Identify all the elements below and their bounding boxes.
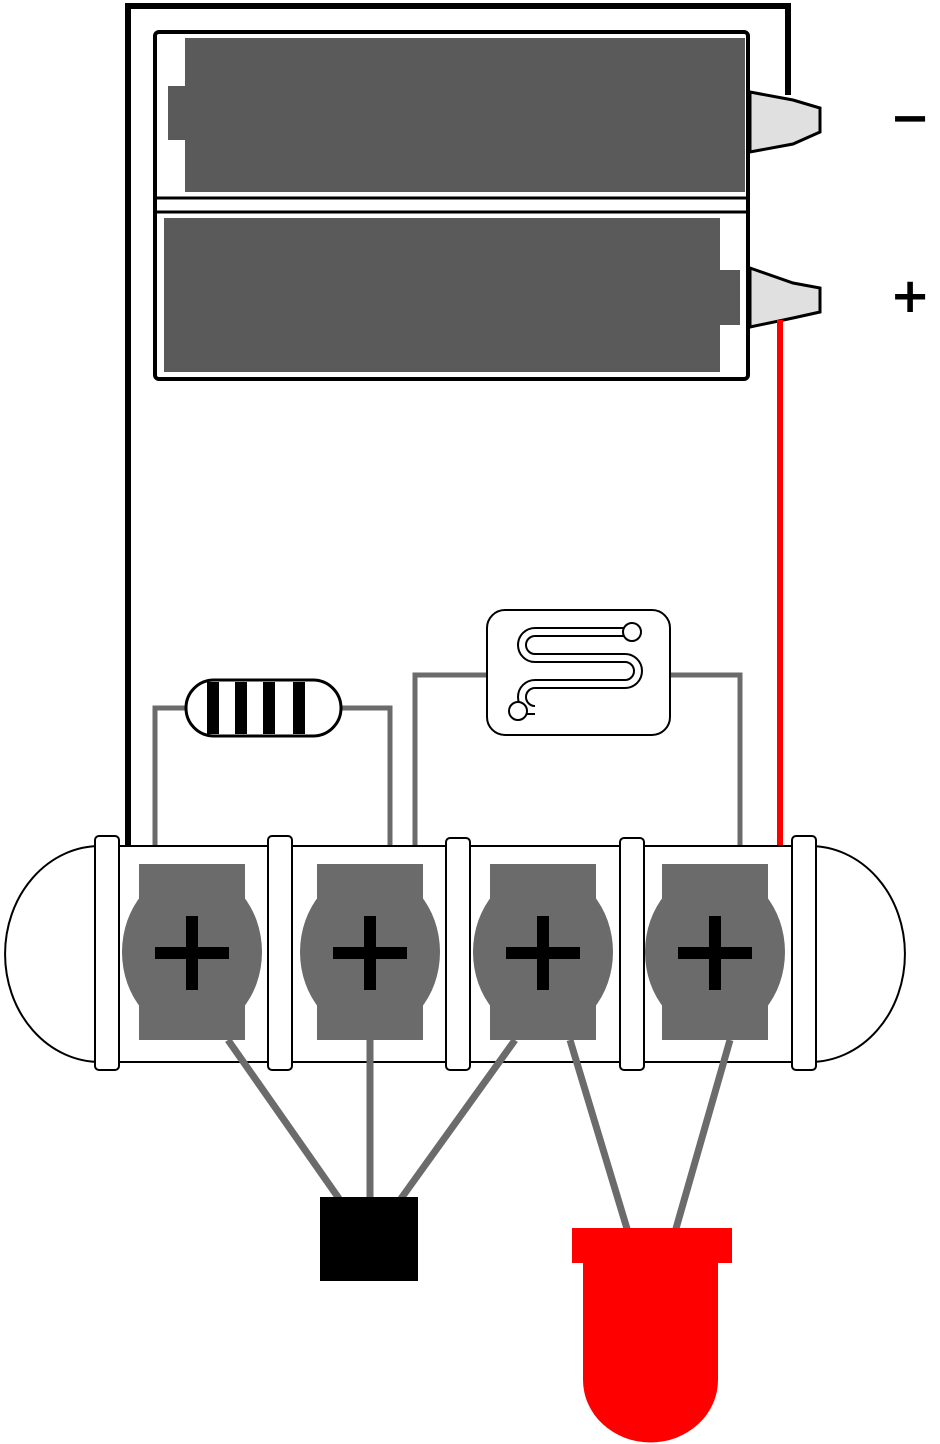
separator: [619, 837, 645, 1071]
separator: [94, 835, 120, 1071]
battery-holder: [153, 30, 822, 381]
ldr-lead-left: [412, 672, 490, 865]
negative-contact: [748, 90, 822, 154]
negative-label: −: [890, 90, 931, 146]
terminal-screw-1: [122, 864, 262, 1040]
ldr-lead-right: [668, 672, 743, 865]
black-wire: [125, 3, 791, 915]
plus-screw-icon: [333, 916, 407, 990]
separator: [445, 837, 471, 1071]
separator: [791, 835, 817, 1071]
terminal-screw-2: [300, 864, 440, 1040]
battery-top: [168, 38, 745, 192]
plus-screw-icon: [155, 916, 229, 990]
terminal-screw-4: [645, 864, 785, 1040]
resistor-lead-left: [152, 705, 190, 865]
transistor-sensor: [320, 1197, 418, 1281]
plus-screw-icon: [678, 916, 752, 990]
photoresistor: [486, 609, 671, 736]
resistor-lead-right: [335, 705, 393, 865]
bottom-leads: [225, 1037, 734, 1234]
positive-label: +: [890, 268, 931, 324]
positive-contact: [748, 265, 822, 329]
led: [572, 1228, 732, 1443]
plus-screw-icon: [506, 916, 580, 990]
separator: [267, 835, 293, 1071]
terminal-screw-3: [473, 864, 613, 1040]
resistor: [184, 678, 343, 738]
battery-bottom: [164, 218, 740, 372]
